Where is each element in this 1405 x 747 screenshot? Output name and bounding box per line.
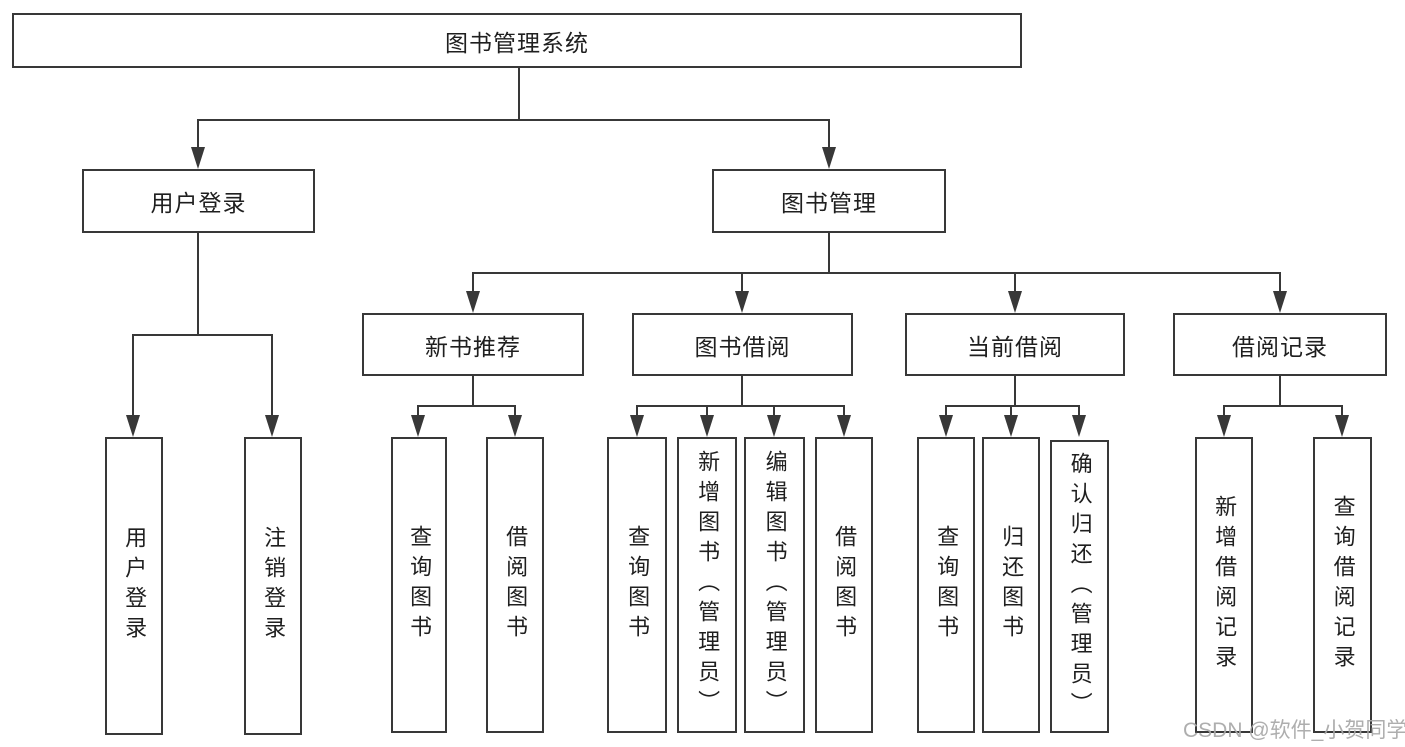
csdn-watermark: CSDN @软件_小贺同学: [1183, 719, 1405, 742]
arrow-down-icon: [837, 415, 851, 437]
connector-current-drop: [1014, 376, 1016, 407]
arrow-down-icon: [265, 415, 279, 437]
node-book-mgmt: 图书管理: [712, 169, 946, 233]
connector-borrow-stub-2: [706, 405, 708, 417]
connector-rec-drop: [472, 376, 474, 407]
connector-mgmt-drop: [828, 233, 830, 273]
connector-mgmt-split: [472, 272, 1280, 274]
node-new-book-rec-label: 新书推荐: [425, 333, 521, 360]
node-current-borrow: 当前借阅: [905, 313, 1125, 376]
connector-login-drop: [197, 233, 199, 335]
leaf-query-books-2: 查询图书: [607, 437, 667, 733]
arrow-down-icon: [1004, 415, 1018, 437]
leaf-user-login: 用户登录: [105, 437, 163, 735]
connector-rec-stub-1: [417, 405, 419, 417]
connector-login-right-stub: [271, 334, 273, 416]
node-user-login-label: 用户登录: [150, 190, 247, 216]
arrow-down-icon: [1008, 291, 1022, 313]
arrow-down-icon: [411, 415, 425, 437]
arrow-down-icon: [126, 415, 140, 437]
connector-root-drop: [518, 68, 520, 120]
connector-record-stub-2: [1341, 405, 1343, 417]
node-current-borrow-label: 当前借阅: [967, 333, 1063, 360]
arrow-down-icon: [191, 147, 205, 169]
arrow-down-icon: [1273, 291, 1287, 313]
leaf-edit-book-admin: 编辑图书（管理员）: [744, 437, 805, 733]
connector-record-split: [1223, 405, 1343, 407]
leaf-return-book-label: 归还图书: [999, 525, 1025, 645]
arrow-down-icon: [1072, 415, 1086, 437]
connector-borrow-split: [636, 405, 845, 407]
leaf-query-books-3-label: 查询图书: [934, 525, 960, 645]
node-borrow-record: 借阅记录: [1173, 313, 1387, 376]
node-user-login: 用户登录: [82, 169, 315, 233]
arrow-down-icon: [508, 415, 522, 437]
leaf-query-borrow-record-label: 查询借阅记录: [1330, 495, 1356, 675]
connector-borrow-drop: [741, 376, 743, 407]
arrow-down-icon: [735, 291, 749, 313]
node-book-mgmt-label: 图书管理: [781, 190, 877, 216]
leaf-borrow-books-1: 借阅图书: [486, 437, 544, 733]
leaf-borrow-books-1-label: 借阅图书: [503, 525, 529, 645]
leaf-query-books-2-label: 查询图书: [625, 525, 651, 645]
leaf-query-books-1-label: 查询图书: [407, 525, 433, 645]
connector-borrow-stub-1: [636, 405, 638, 417]
leaf-add-borrow-record: 新增借阅记录: [1195, 437, 1253, 733]
connector-current-stub-1: [945, 405, 947, 417]
connector-rec-split: [418, 405, 516, 407]
leaf-add-book-admin: 新增图书（管理员）: [677, 437, 737, 733]
leaf-query-books-1: 查询图书: [391, 437, 447, 733]
node-book-borrow-label: 图书借阅: [694, 333, 791, 360]
arrow-down-icon: [939, 415, 953, 437]
connector-current-split: [945, 405, 1080, 407]
arrow-down-icon: [700, 415, 714, 437]
connector-root-left-stub: [197, 119, 199, 149]
connector-record-stub-1: [1223, 405, 1225, 417]
arrow-down-icon: [1217, 415, 1231, 437]
leaf-query-borrow-record: 查询借阅记录: [1313, 437, 1372, 733]
leaf-confirm-return-admin-label: 确认归还（管理员）: [1067, 451, 1093, 722]
connector-root-split: [198, 119, 830, 121]
node-new-book-rec: 新书推荐: [362, 313, 584, 376]
connector-mgmt-stub-3: [1014, 272, 1016, 294]
connector-mgmt-stub-4: [1279, 272, 1281, 294]
connector-login-split: [133, 334, 273, 336]
leaf-user-login-label: 用户登录: [122, 526, 148, 646]
connector-mgmt-stub-1: [472, 272, 474, 294]
connector-current-stub-3: [1078, 405, 1080, 417]
connector-mgmt-stub-2: [741, 272, 743, 294]
connector-record-drop: [1279, 376, 1281, 407]
leaf-logout-label: 注销登录: [261, 526, 287, 646]
connector-borrow-stub-4: [843, 405, 845, 417]
node-root-label: 图书管理系统: [445, 29, 589, 56]
leaf-return-book: 归还图书: [982, 437, 1040, 733]
leaf-edit-book-admin-label: 编辑图书（管理员）: [762, 450, 788, 720]
node-borrow-record-label: 借阅记录: [1232, 333, 1328, 360]
leaf-borrow-books-2: 借阅图书: [815, 437, 873, 733]
arrow-down-icon: [630, 415, 644, 437]
leaf-add-book-admin-label: 新增图书（管理员）: [695, 450, 721, 720]
connector-current-stub-2: [1010, 405, 1012, 417]
node-book-borrow: 图书借阅: [632, 313, 853, 376]
node-root: 图书管理系统: [12, 13, 1022, 68]
leaf-add-borrow-record-label: 新增借阅记录: [1212, 495, 1238, 675]
leaf-borrow-books-2-label: 借阅图书: [832, 525, 858, 645]
arrow-down-icon: [822, 147, 836, 169]
leaf-query-books-3: 查询图书: [917, 437, 975, 733]
arrow-down-icon: [767, 415, 781, 437]
connector-borrow-stub-3: [773, 405, 775, 417]
arrow-down-icon: [1335, 415, 1349, 437]
leaf-logout: 注销登录: [244, 437, 302, 735]
leaf-confirm-return-admin: 确认归还（管理员）: [1050, 440, 1109, 733]
connector-login-left-stub: [132, 334, 134, 416]
connector-rec-stub-2: [514, 405, 516, 417]
arrow-down-icon: [466, 291, 480, 313]
connector-root-right-stub: [828, 119, 830, 149]
